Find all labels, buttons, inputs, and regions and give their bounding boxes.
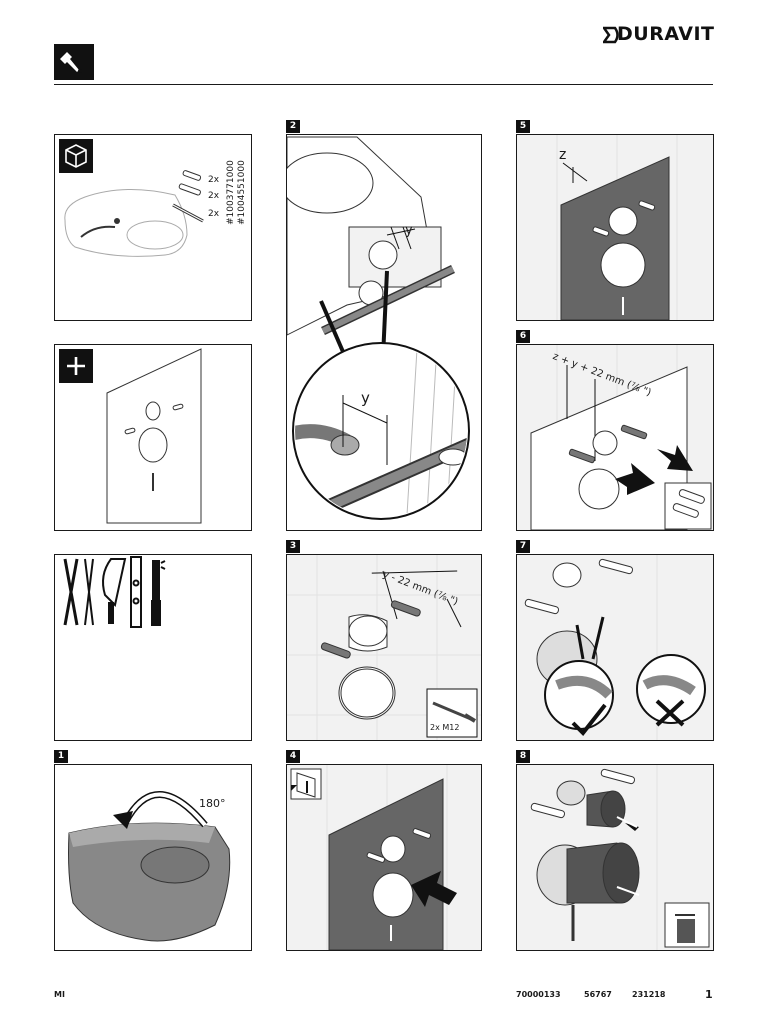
drill-size-label: 2x M12 — [430, 723, 460, 732]
logo-mark-icon — [603, 26, 619, 44]
step-5-illustration — [517, 135, 713, 320]
drill-icon — [151, 560, 166, 626]
panel-scope-of-delivery: 2x 2x 2x #1003771000 #1004551000 — [54, 134, 252, 321]
qty-label-2: 2x — [208, 191, 220, 201]
footer-language-code: MI — [54, 990, 65, 999]
step-4-illustration — [287, 765, 481, 950]
wrench-icon — [60, 52, 82, 73]
page-number: 1 — [705, 988, 713, 1001]
step-6-illustration — [517, 345, 713, 530]
panel-step-1: 180° — [54, 764, 252, 951]
panel-step-4 — [286, 764, 482, 951]
step-number-7: 7 — [516, 540, 530, 553]
step-1-illustration — [68, 791, 231, 942]
part-number-1: #1003771000 — [226, 160, 236, 225]
header-divider — [54, 84, 713, 85]
footer-code: 56767 — [584, 990, 612, 999]
panel-accessory — [54, 344, 252, 531]
footer-document-number: 70000133 — [516, 990, 561, 999]
step-number-6: 6 — [516, 330, 530, 343]
step-3-illustration — [287, 555, 481, 740]
step-2-illustration — [287, 136, 470, 520]
plus-icon — [67, 357, 85, 375]
dimension-y-top: y — [405, 223, 413, 238]
brand-name: DURAVIT — [617, 23, 715, 45]
step-number-2: 2 — [286, 120, 300, 133]
dimension-z: z — [559, 147, 567, 163]
dimension-y-zoom: y — [361, 389, 370, 407]
panel-step-8 — [516, 764, 714, 951]
accessory-illustration — [59, 348, 202, 524]
rotation-label: 180° — [199, 797, 226, 810]
panel-step-6: z + y + 22 mm (⁷⁄₈ ") — [516, 344, 714, 531]
step-number-3: 3 — [286, 540, 300, 553]
wrench-badge — [54, 44, 94, 80]
step-number-5: 5 — [516, 120, 530, 133]
qty-label-3: 2x — [208, 209, 220, 219]
tools-illustration — [63, 556, 166, 628]
spirit-level-icon — [130, 556, 142, 628]
panel-step-3: y - 22 mm (⁷⁄₈ ") 2x M12 — [286, 554, 482, 741]
scope-illustration — [59, 139, 204, 257]
step-8-illustration — [517, 765, 713, 950]
step-number-1: 1 — [54, 750, 68, 763]
part-number-2: #1004551000 — [237, 160, 247, 225]
qty-label-1: 2x — [208, 175, 220, 185]
panel-tools — [54, 554, 252, 741]
duravit-logo — [603, 22, 713, 48]
step-number-8: 8 — [516, 750, 530, 763]
folding-rule-icon — [63, 558, 79, 626]
step-7-illustration — [517, 555, 713, 740]
panel-step-5: z — [516, 134, 714, 321]
panel-step-2: y y — [286, 134, 482, 531]
hacksaw-icon — [102, 558, 127, 624]
footer-date-code: 231218 — [632, 990, 666, 999]
package-icon — [65, 144, 87, 168]
level-tool-icon — [84, 558, 94, 626]
panel-step-7 — [516, 554, 714, 741]
step-number-4: 4 — [286, 750, 300, 763]
